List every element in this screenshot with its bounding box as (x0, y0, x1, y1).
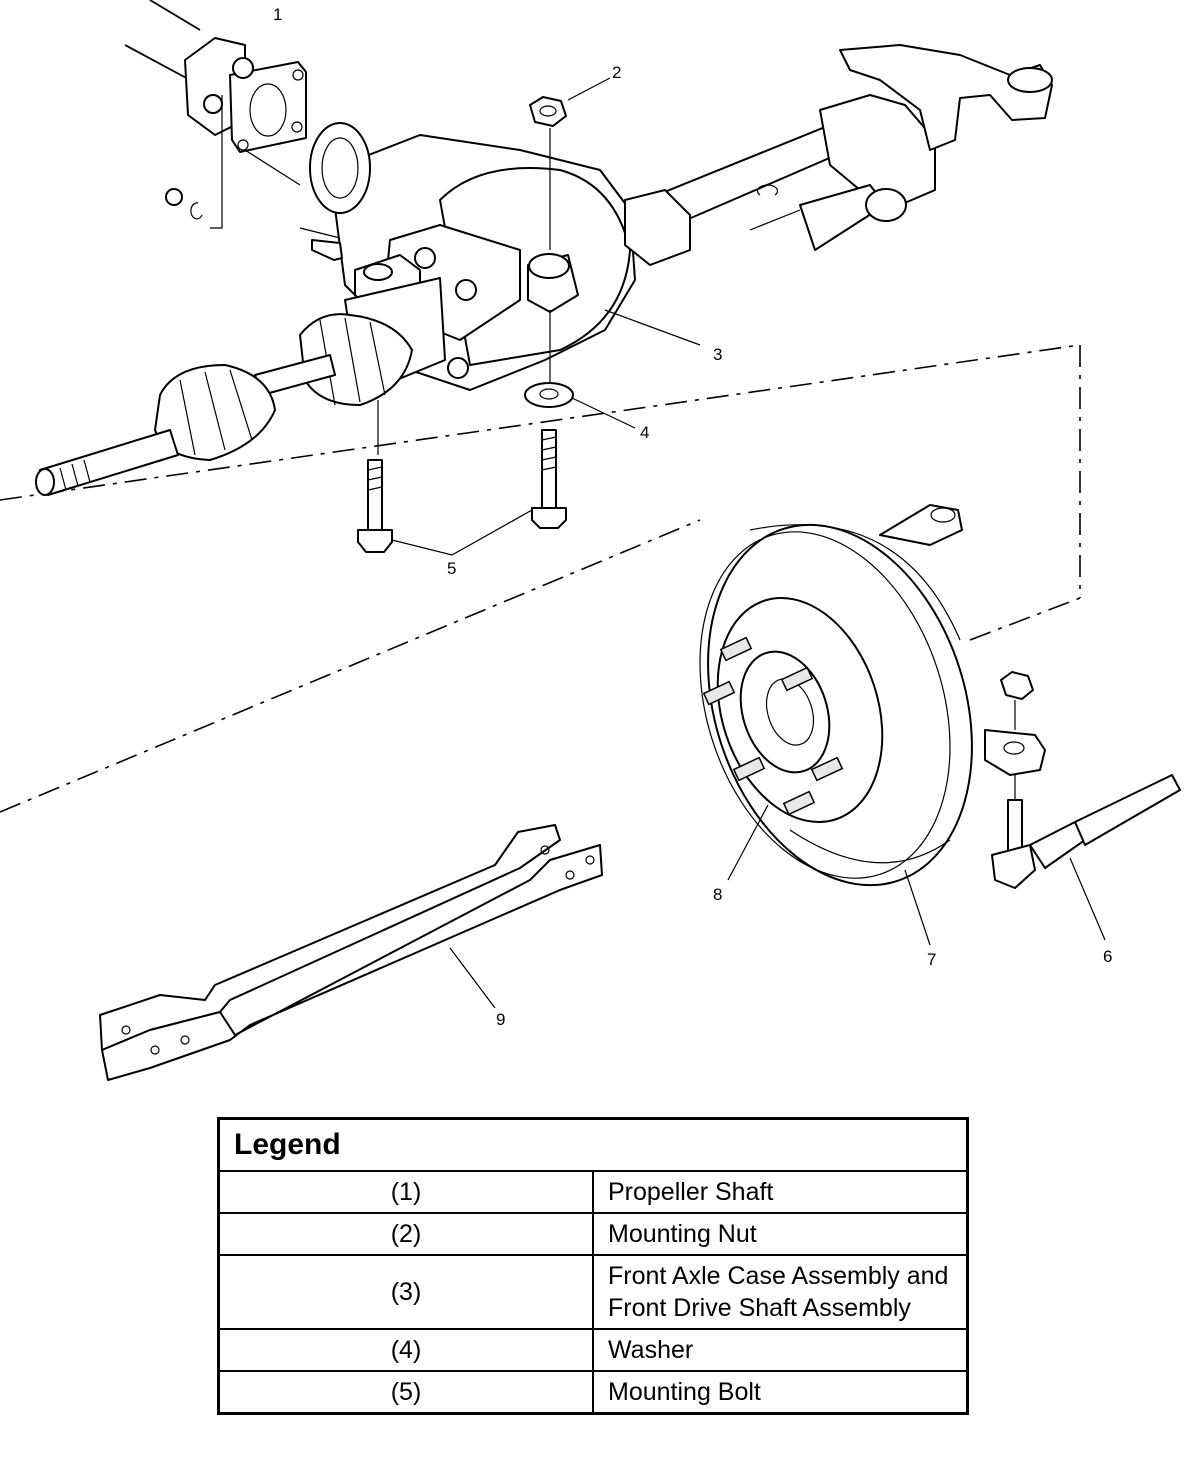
frame-rail (99, 824, 603, 1081)
wheel-studs (702, 636, 844, 816)
callout-5: 5 (447, 559, 456, 578)
exploded-axle-diagram: 1 2 3 4 5 6 7 8 9 (0, 0, 1181, 1081)
front-drive-shaft (35, 277, 446, 496)
washer (524, 310, 636, 429)
mounting-bolts (357, 400, 567, 556)
brake-disc-hub (699, 504, 973, 946)
mounting-nut (529, 77, 611, 250)
callout-9: 9 (496, 1010, 505, 1029)
callout-8: 8 (713, 885, 722, 904)
legend-table: Legend (1) Propeller Shaft (2) Mounting … (217, 1117, 969, 1415)
legend-description: Washer (592, 1328, 969, 1372)
legend-description: Mounting Bolt (592, 1370, 969, 1415)
callout-3: 3 (713, 345, 722, 364)
legend-row: (1) Propeller Shaft (217, 1170, 969, 1214)
legend-number: (2) (217, 1212, 594, 1256)
legend-description: Mounting Nut (592, 1212, 969, 1256)
callout-7: 7 (927, 950, 936, 969)
callout-2: 2 (612, 63, 621, 82)
propeller-shaft (124, 0, 307, 229)
legend-number: (1) (217, 1170, 594, 1214)
tie-rod-end (984, 671, 1181, 941)
legend-header-row: Legend (217, 1117, 969, 1172)
legend-description: Propeller Shaft (592, 1170, 969, 1214)
callout-6: 6 (1103, 947, 1112, 966)
legend-title: Legend (217, 1117, 969, 1172)
legend-number: (5) (217, 1370, 594, 1415)
legend-row: (5) Mounting Bolt (217, 1370, 969, 1415)
legend-number: (4) (217, 1328, 594, 1372)
section-boundary (0, 344, 1081, 813)
legend-row: (3) Front Axle Case Assembly and Front D… (217, 1254, 969, 1330)
callout-1: 1 (273, 5, 282, 24)
legend-row: (4) Washer (217, 1328, 969, 1372)
legend-row: (2) Mounting Nut (217, 1212, 969, 1256)
legend-number: (3) (217, 1254, 594, 1330)
callout-4: 4 (640, 423, 649, 442)
legend-description: Front Axle Case Assembly and Front Drive… (592, 1254, 969, 1330)
